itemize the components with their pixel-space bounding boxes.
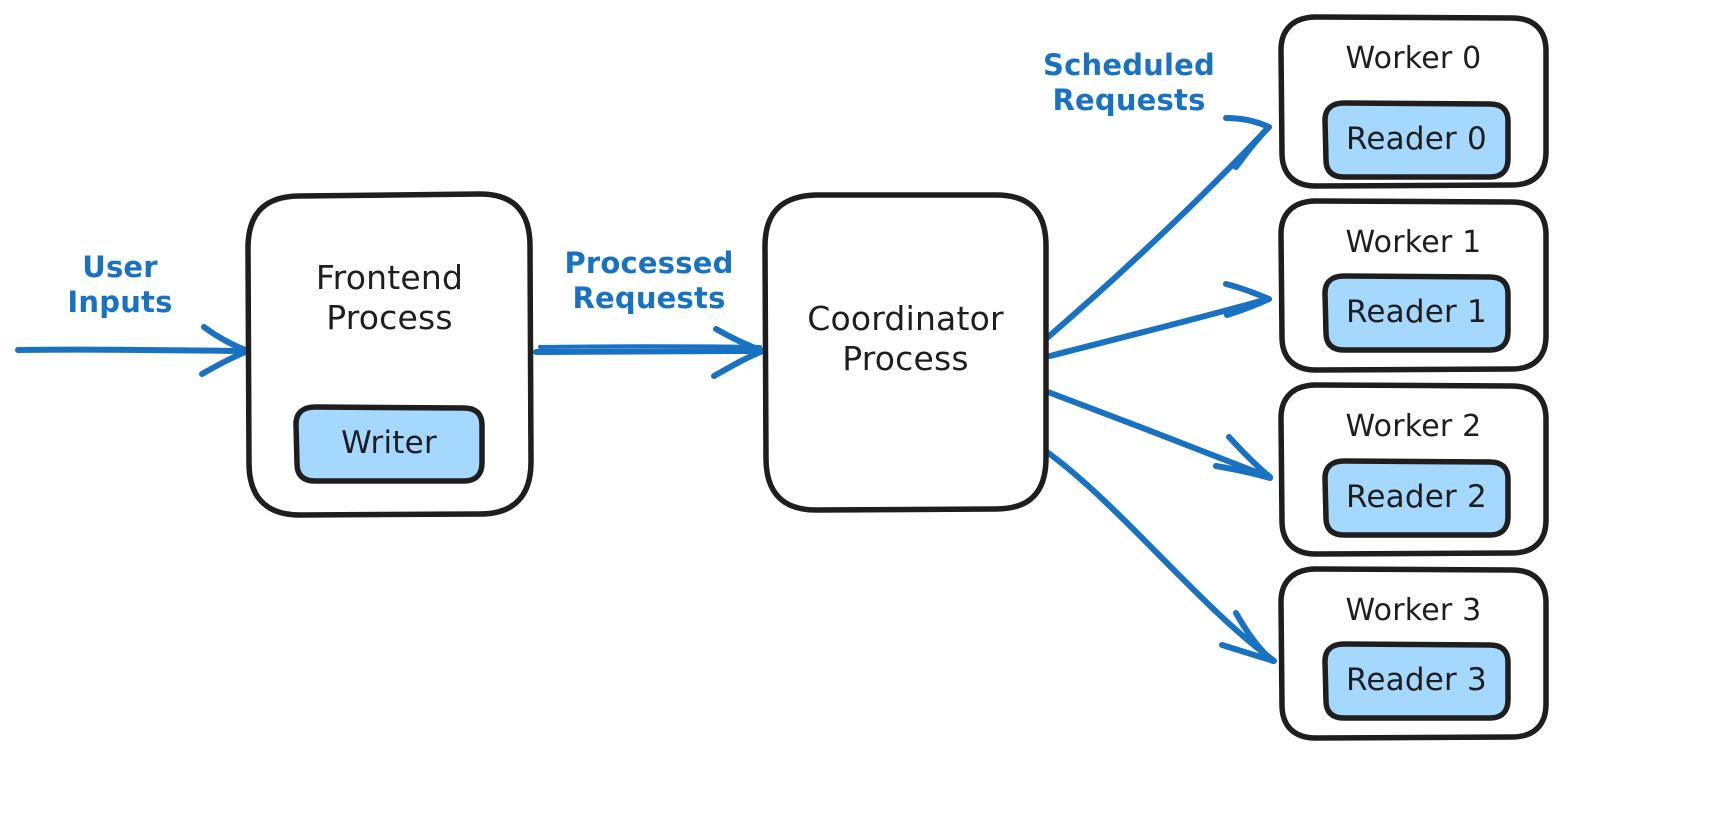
chip-reader-3[interactable]: Reader 3: [1325, 644, 1508, 718]
reader-2-chip-label: Reader 2: [1346, 479, 1487, 515]
reader1-chip-outline: [1322, 273, 1511, 353]
writer-chip-outline: [293, 404, 485, 484]
chip-reader-2[interactable]: Reader 2: [1325, 461, 1508, 535]
node-worker-1[interactable]: Worker 1: [1281, 201, 1546, 370]
coordinator-process-label: Coordinator Process: [807, 299, 1004, 379]
worker-2-label: Worker 2: [1345, 409, 1482, 444]
edge-processed-requests: [533, 326, 766, 379]
edge-coordinator-worker2: [1045, 389, 1273, 481]
node-coordinator-process[interactable]: Coordinator Process: [765, 195, 1046, 510]
reader-3-chip-label: Reader 3: [1346, 662, 1487, 698]
node-frontend-process[interactable]: Frontend Process: [248, 194, 531, 515]
worker-3-label: Worker 3: [1345, 593, 1482, 628]
reader2-chip-outline: [1322, 458, 1511, 538]
node-worker-3[interactable]: Worker 3: [1281, 569, 1546, 738]
node-worker-2[interactable]: Worker 2: [1281, 385, 1546, 554]
reader-0-chip-label: Reader 0: [1346, 121, 1487, 157]
edge-coordinator-worker3: [1044, 449, 1277, 664]
edge-scheduled-requests: [1044, 115, 1272, 341]
edge-label-processed-requests: Processed Requests: [564, 246, 734, 315]
writer-chip-label: Writer: [341, 425, 437, 461]
reader0-chip-outline: [1322, 100, 1511, 180]
edge-label-scheduled-requests: Scheduled Requests: [1043, 48, 1215, 117]
frontend-process-label: Frontend Process: [315, 258, 464, 338]
edge-user-inputs: [15, 324, 251, 377]
edge-coordinator-worker1: [1047, 281, 1272, 359]
chip-reader-1[interactable]: Reader 1: [1325, 276, 1508, 350]
coordinator-outline: [762, 192, 1049, 513]
worker-0-label: Worker 0: [1345, 41, 1482, 76]
node-worker-0[interactable]: Worker 0: [1281, 17, 1546, 186]
reader-1-chip-label: Reader 1: [1346, 294, 1487, 330]
chip-writer[interactable]: Writer: [296, 407, 482, 481]
chip-reader-0[interactable]: Reader 0: [1325, 103, 1508, 177]
edge-label-user-inputs: User Inputs: [67, 250, 173, 319]
reader3-chip-outline: [1322, 641, 1511, 721]
worker-1-label: Worker 1: [1345, 225, 1482, 260]
